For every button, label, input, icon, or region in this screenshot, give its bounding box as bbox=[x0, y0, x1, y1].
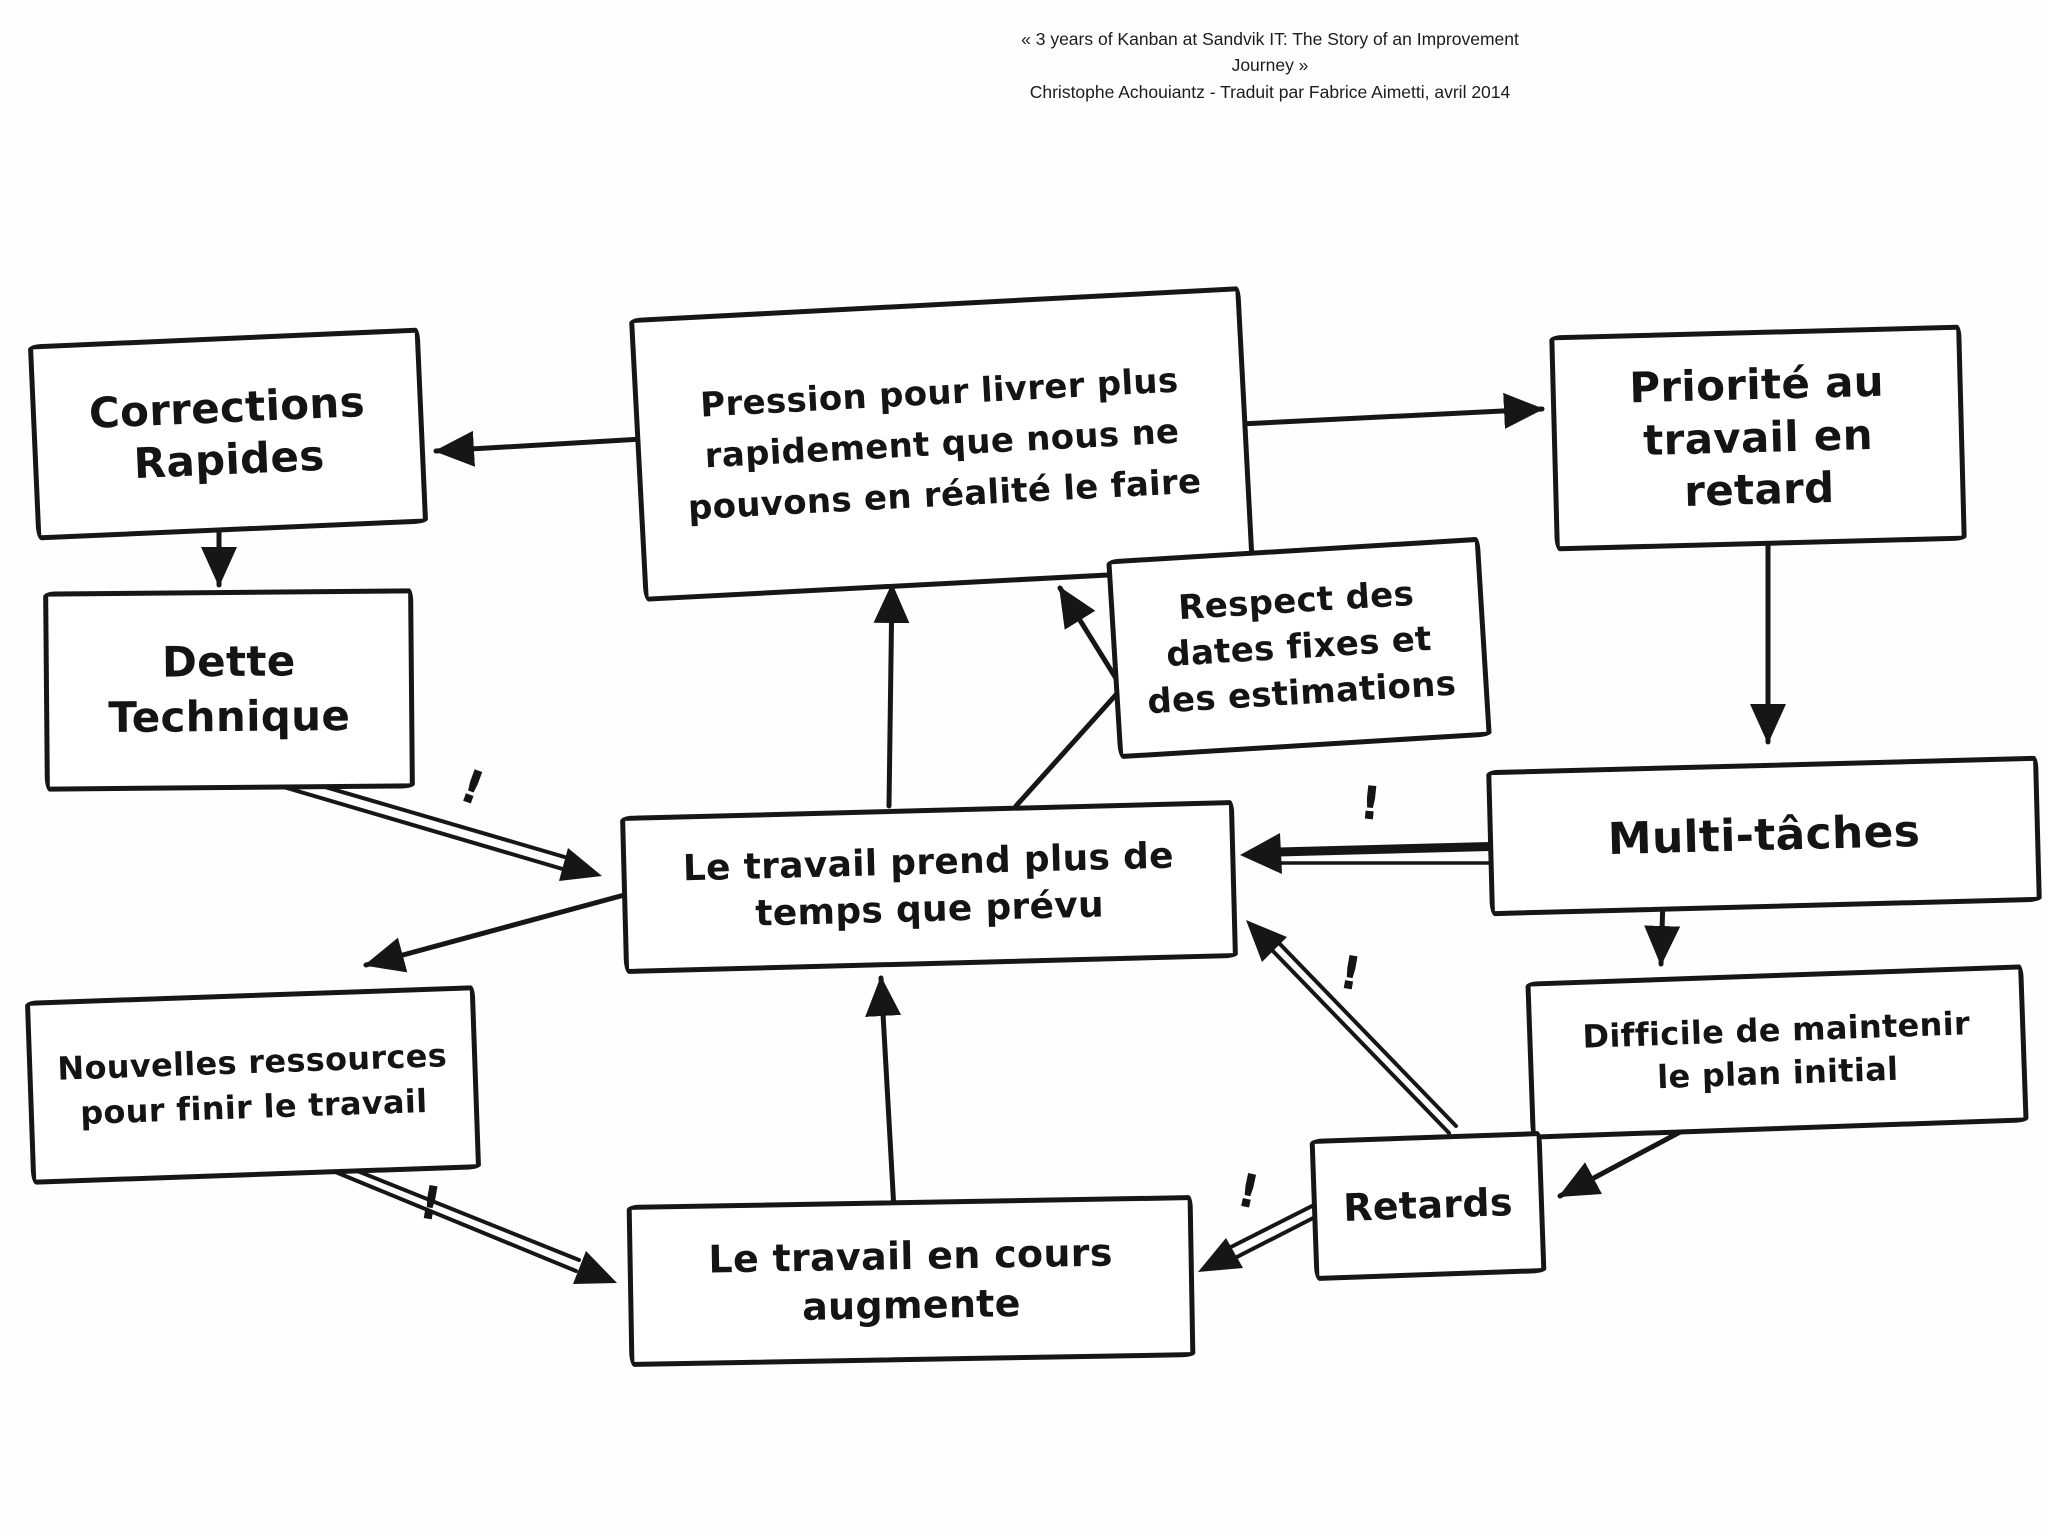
node-dette-technique: Dette Technique bbox=[43, 588, 415, 792]
node-nouvelles-ressources: Nouvelles ressources pour finir le trava… bbox=[24, 985, 482, 1185]
node-corrections-rapides: Corrections Rapides bbox=[27, 327, 429, 541]
node-retards: Retards bbox=[1309, 1130, 1547, 1282]
arrow-centre-to-pression bbox=[873, 582, 910, 809]
node-pression-livrer: Pression pour livrer plus rapidement que… bbox=[628, 286, 1256, 602]
arrow-retards-to-encours bbox=[1198, 1202, 1321, 1272]
attribution-title: « 3 years of Kanban at Sandvik IT: The S… bbox=[1021, 29, 1519, 76]
node-travail-prend-plus-temps: Le travail prend plus de temps que prévu bbox=[620, 799, 1238, 975]
attribution-header: « 3 years of Kanban at Sandvik IT: The S… bbox=[990, 26, 1550, 105]
node-multi-taches: Multi-tâches bbox=[1486, 755, 2042, 917]
node-priorite-travail-retard: Priorité au travail en retard bbox=[1549, 324, 1967, 552]
arrow-pression-to-corrections bbox=[433, 430, 663, 467]
node-travail-en-cours-augmente: Le travail en cours augmente bbox=[626, 1195, 1196, 1367]
node-difficile-maintenir-plan: Difficile de maintenir le plan initial bbox=[1525, 964, 2029, 1140]
arrow-pression-to-priorite bbox=[1217, 392, 1545, 429]
arrow-respect-to-pression bbox=[1013, 585, 1126, 809]
attribution-author: Christophe Achouiantz - Traduit par Fabr… bbox=[1029, 81, 1511, 102]
arrow-encours-to-centre bbox=[865, 975, 902, 1213]
arrow-retards-to-centre bbox=[1246, 920, 1458, 1135]
arrow-multitaches-to-centre bbox=[1240, 833, 1515, 874]
node-respect-dates-fixes: Respect des dates fixes et des estimatio… bbox=[1106, 536, 1492, 760]
arrow-centre-to-nouvelles bbox=[363, 891, 631, 973]
